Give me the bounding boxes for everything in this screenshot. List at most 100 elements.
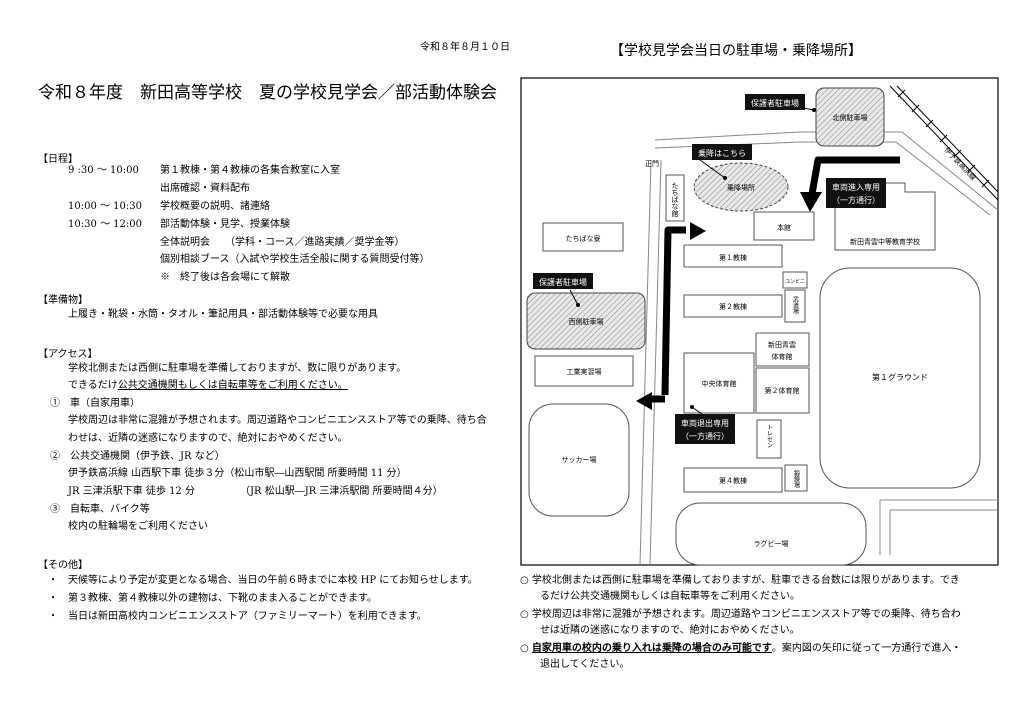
schedule-desc: 学校概要の説明、諸連絡 [160, 201, 270, 212]
other-heading: 【その他】 [38, 560, 88, 571]
map-note: ○ 学校周辺は非常に混雑が予想されます。周辺道路やコンビニエンスストア等での乗降… [520, 609, 961, 620]
buildings [526, 87, 981, 566]
map-note: るだけ公共交通機関もしくは自転車等をご利用ください。 [540, 591, 800, 602]
other-line: ・ 第３教棟、第４教棟以外の建物は、下靴のまま入ることができます。 [48, 593, 377, 604]
map-label-west-parking-tag: 保護者駐車場 [539, 277, 587, 287]
access-car-text: わせは、近隣の迷惑になりますので、絶対におやめください。 [68, 433, 348, 444]
one-way-arrows [661, 156, 900, 396]
map-label-entry-tag2: （一方通行） [832, 195, 880, 205]
map-label-tachibana-dojo: たちばな館 [671, 182, 679, 218]
central-gym-shape [683, 352, 755, 414]
map-label-gym2: 第２体育館 [765, 386, 800, 395]
seiun-gym-shape [755, 332, 810, 367]
items-heading: 【準備物】 [38, 295, 88, 306]
map-label-gate: 正門 [645, 160, 659, 168]
arrow-head-entry-icon [800, 192, 822, 212]
bldg1-shape [683, 244, 783, 268]
leader-dots [576, 108, 816, 409]
access-car-label: ① 車（自家用車） [50, 398, 140, 409]
map-labels: 保護者駐車場北側駐車場乗降はこちら乗降場所正門車両進入専用（一方通行）本館新田青… [539, 98, 978, 548]
tag-boxes [533, 94, 886, 444]
access-car-text: 学校周辺は非常に混雑が予想されます。周辺道路やコンビニエンスストア等での乗降、待… [68, 415, 487, 426]
schedule-time: 10:30 ～ 12:00 [68, 219, 142, 230]
map-label-bldg2: 第２教棟 [719, 302, 747, 311]
map-note: ○ 学校北側または西側に駐車場を準備しておりますが、駐車できる台数には限りがあり… [520, 575, 960, 586]
map-note: せは近隣の迷惑になりますので、絶対におやめください。 [540, 625, 800, 636]
map-label-central-gym: 中央体育館 [702, 379, 737, 388]
other-line: ・ 当日は新田高校内コンビニエンスストア（ファミリーマート）を利用できます。 [48, 611, 427, 622]
map-label-conv: コンビニ [785, 278, 805, 285]
schedule-desc: 第１教棟・第４教棟の各集合教室に入室 [160, 165, 340, 176]
map-label-seiun-gym2: 体育館 [772, 352, 793, 361]
access-bike-label: ③ 自転車、バイク等 [50, 504, 150, 515]
tachibana-dorm-shape [542, 222, 624, 252]
budo-shape [784, 289, 806, 323]
rugby-shape [675, 502, 867, 566]
heavy-shape [784, 464, 808, 492]
note-rest: 。案内図の矢印に従って一方通行で進入・ [771, 643, 962, 654]
map-label-bldg4: 第４教棟 [719, 476, 747, 485]
map-note: 退出してください。 [540, 659, 630, 670]
arrow-head-dropoff-icon [690, 222, 706, 240]
map-label-heavy: 鍛錬場 [793, 469, 800, 489]
schedule-note: ※ 終了後は各会場にて解散 [160, 272, 290, 283]
map-label-training: トレセン [766, 424, 773, 448]
map-label-north-parking: 北側駐車場 [833, 113, 868, 122]
access-intro-emphasis: 公共交通機関もしくは自転車等をご利用ください。 [117, 380, 348, 391]
schedule-time: 10:00 ～ 10:30 [68, 201, 142, 212]
schedule-desc: 個別相談ブース（入試や学校生活全般に関する質問受付等） [160, 254, 430, 265]
dropoff-area-shape [693, 162, 789, 212]
schedule-heading: 【日程】 [38, 154, 78, 165]
items-text: 上履き・靴袋・水筒・タオル・筆記用具・部活動体験等で必要な用具 [68, 309, 378, 320]
map-label-workshop: 工業実習場 [567, 367, 602, 376]
schedule-desc: 部活動体験・見学、授業体験 [160, 219, 290, 230]
access-public-text: 伊予鉄高浜線 山西駅下車 徒歩３分（松山市駅―山西駅間 所要時間 11 分） [68, 468, 407, 479]
map-label-ground1: 第１グラウンド [872, 372, 928, 382]
map-label-north-parking-tag: 保護者駐車場 [751, 98, 799, 108]
access-bike-text: 校内の駐輪場をご利用ください [68, 521, 208, 532]
map-label-honkan: 本館 [777, 223, 791, 232]
arrow-head-exit-icon [636, 392, 652, 410]
schedule-desc: 全体説明会 （学科・コース／進路実績／奨学金等） [160, 237, 405, 248]
schedule-time: 9 :30 ～ 10:00 [68, 165, 139, 176]
map-label-entry-tag1: 車両進入専用 [832, 182, 880, 192]
training-shape [756, 419, 782, 459]
access-public-label: ② 公共交通機関（伊予鉄、JR など） [50, 451, 225, 462]
workshop-shape [534, 355, 634, 387]
soccer-shape [528, 403, 630, 517]
note-mark: ○ [520, 643, 532, 654]
map-note-important: ○ 自家用車の校内の乗り入れは乗降の場合のみ可能です。案内図の矢印に従って一方通… [520, 642, 961, 655]
map-label-soccer: サッカー場 [562, 455, 597, 464]
honkan-shape [753, 211, 815, 241]
north-parking-shape [815, 87, 885, 147]
other-line: ・ 天候等により予定が変更となる場合、当日の午前６時までに本校 HP にてお知ら… [48, 575, 478, 586]
schedule-desc: 出席確認・資料配布 [160, 183, 250, 194]
map-label-seiun-gym: 新田青雲 [768, 340, 796, 349]
map-label-rugby: ラグビー場 [754, 539, 789, 548]
access-public-text: （JR 松山駅―JR 三津浜駅間 所要時間４分） [240, 486, 443, 497]
ground1-shape [819, 267, 981, 489]
document-date: 令和８年８月１０日 [420, 42, 510, 53]
west-parking-shape [526, 292, 646, 350]
map-label-junior-high: 新田青雲中等教育学校 [850, 237, 920, 246]
map-label-tachibana-dorm: たちばな寮 [566, 234, 601, 243]
map-label-exit-tag2: （一方通行） [681, 431, 729, 441]
note-emphasis: 自家用車の校内の乗り入れは乗降の場合のみ可能です [531, 643, 772, 654]
access-intro: 学校北側または西側に駐車場を準備しておりますが、数に限りがあります。 [68, 363, 407, 374]
map-label-west-parking: 西側駐車場 [569, 317, 604, 326]
map-title: 【学校見学会当日の駐車場・乗降場所】 [610, 43, 862, 59]
map-label-exit-tag1: 車両退出専用 [681, 418, 729, 428]
gym2-shape [755, 367, 810, 414]
railway [889, 85, 999, 201]
map-label-dropoff-tag: 乗降はこちら [698, 148, 746, 158]
document-title: 令和８年度 新田高等学校 夏の学校見学会／部活動体験会 [38, 83, 497, 103]
map-label-dropoff: 乗降場所 [727, 183, 755, 192]
map-label-bldg1: 第１教棟 [719, 253, 747, 262]
conv-shape [782, 271, 808, 289]
bldg2-shape [683, 294, 783, 318]
map-label-budo: 武道場 [792, 295, 799, 315]
access-heading: 【アクセス】 [38, 349, 98, 360]
bldg4-shape [683, 467, 783, 493]
tachibana-dojo-shape [665, 174, 685, 222]
